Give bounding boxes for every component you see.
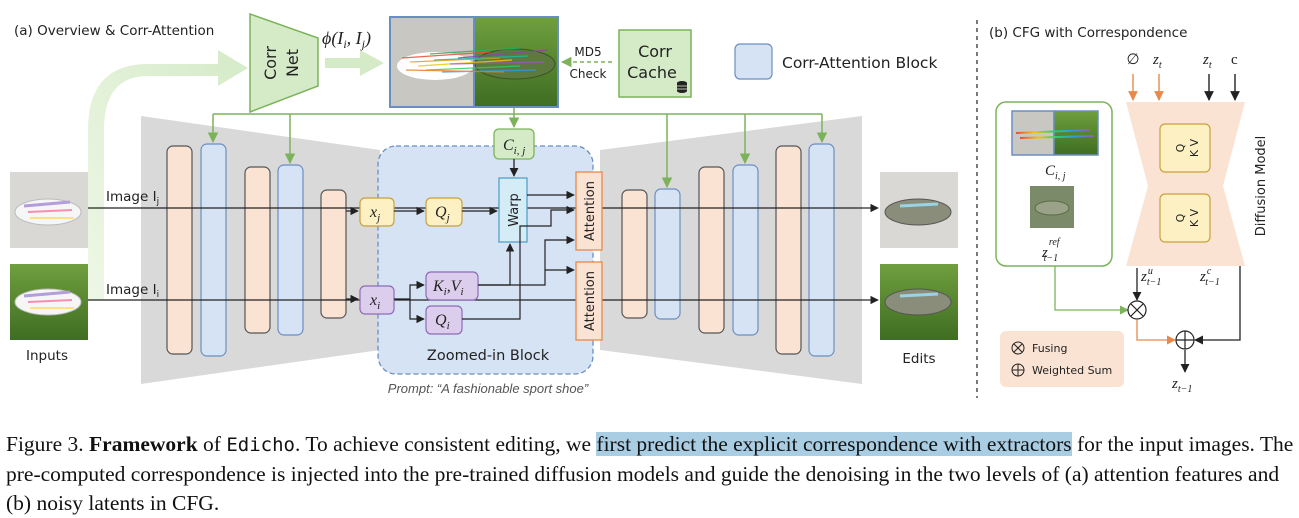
md5-label: MD5 — [574, 45, 601, 59]
decoder-block-1 — [621, 189, 648, 319]
corr-attention-block-2 — [277, 164, 304, 336]
svg-text:K V: K V — [1188, 208, 1201, 227]
image-i-label: Image Ii — [106, 282, 159, 300]
c-ij-reference-label: Ci, j — [1045, 163, 1066, 182]
zt-label-2: zt — [1202, 52, 1212, 71]
encoder-block-1 — [166, 145, 193, 355]
operator-legend: Fusing Weighted Sum — [1000, 331, 1124, 387]
fusing-legend-label: Fusing — [1032, 342, 1067, 355]
correspondence-image — [389, 16, 559, 108]
corr-cache-label-2: Cache — [627, 63, 677, 82]
edit-image-j — [880, 172, 958, 248]
input-to-corrnet-arrow — [88, 50, 248, 300]
zt-label-1: zt — [1152, 52, 1162, 71]
c-ij-box: Ci, j — [493, 128, 535, 160]
inputs-label: Inputs — [26, 348, 68, 364]
qkv-top: Q K V — [1159, 123, 1211, 173]
attention-box-bottom: Attention — [575, 261, 603, 341]
x-j-box: xj — [359, 197, 395, 227]
input-image-j — [10, 172, 88, 248]
caption-code: Edicho — [226, 434, 295, 456]
decoder-block-3 — [775, 145, 802, 355]
corr-attention-block-4 — [732, 164, 759, 336]
diffusion-model — [1126, 102, 1245, 266]
svg-text:Ki,Vi: Ki,Vi — [432, 278, 464, 298]
corr-net-label-2: Net — [283, 49, 302, 77]
decoder-block-2 — [698, 166, 725, 334]
svg-text:xj: xj — [369, 204, 380, 224]
qkv-bottom: Q K V — [1159, 193, 1211, 243]
corr-attention-block-1 — [200, 143, 227, 357]
fusing-node — [1127, 300, 1147, 320]
corrnet-to-image-arrow — [325, 50, 384, 76]
caption-part2: for the input images. The pre-computed c… — [6, 432, 1294, 515]
figure-caption: Figure 3. Framework of Edicho. To achiev… — [6, 430, 1296, 518]
q-i-box: Qi — [425, 305, 463, 335]
x-i-box: xi — [359, 285, 395, 315]
reference-latent-image — [1030, 186, 1074, 228]
svg-text:K V: K V — [1188, 138, 1201, 157]
warp-box: Warp — [498, 177, 528, 243]
svg-text:Warp: Warp — [507, 193, 522, 227]
attention-box-top: Attention — [575, 171, 603, 251]
k-v-box: Ki,Vi — [425, 271, 479, 301]
svg-text:Attention: Attention — [583, 181, 598, 241]
prompt-label: Prompt: “A fashionable sport shoe” — [388, 381, 589, 396]
input-image-i — [10, 264, 88, 340]
reference-correspondence-image — [1011, 110, 1099, 156]
svg-text:Q: Q — [1174, 143, 1187, 152]
svg-text:Qi: Qi — [435, 312, 450, 332]
encoder-block-3 — [320, 189, 347, 319]
phi-label: ϕ(Ii, Ij) — [322, 28, 371, 51]
corr-net: Corr Net — [249, 12, 319, 114]
svg-text:Qj: Qj — [435, 204, 450, 224]
legend-label: Corr-Attention Block — [782, 54, 937, 72]
caption-prefix: Figure 3. — [6, 432, 90, 456]
legend-swatch — [734, 43, 773, 80]
c-label: c — [1231, 52, 1238, 68]
weighted-sum-legend-label: Weighted Sum — [1032, 364, 1112, 377]
correspondence-injection-lines — [207, 108, 828, 189]
edits-label: Edits — [902, 351, 935, 367]
panel-a-title: (a) Overview & Corr-Attention — [14, 23, 214, 39]
zoomed-in-block — [377, 145, 594, 375]
corr-net-label-1: Corr — [261, 46, 280, 80]
check-label: Check — [570, 67, 607, 81]
q-j-box: Qj — [425, 197, 463, 227]
database-icon — [677, 81, 687, 93]
edit-image-i — [880, 264, 958, 340]
image-j-label: Image Ij — [106, 189, 159, 207]
null-symbol: ∅ — [1126, 52, 1139, 68]
caption-of: of — [197, 432, 227, 456]
z-out-label: zt−1 — [1171, 376, 1192, 395]
zoomed-in-label: Zoomed-in Block — [427, 348, 550, 364]
svg-text:ϕ(Ii, Ij): ϕ(Ii, Ij) — [322, 28, 371, 51]
caption-bold: Framework — [89, 432, 198, 456]
svg-text:Q: Q — [1174, 213, 1187, 222]
svg-text:xi: xi — [369, 292, 380, 312]
caption-highlight: first predict the explicit correspondenc… — [596, 432, 1072, 456]
weighted-sum-node — [1175, 330, 1195, 350]
corr-cache: Corr Cache — [618, 29, 692, 98]
corr-cache-label-1: Corr — [638, 42, 672, 61]
encoder-block-2 — [244, 166, 271, 334]
svg-text:Ci, j: Ci, j — [503, 137, 525, 157]
caption-part1: . To achieve consistent editing, we — [294, 432, 597, 456]
panel-b-title: (b) CFG with Correspondence — [989, 25, 1187, 41]
diffusion-model-label: Diffusion Model — [1254, 136, 1269, 237]
corr-attention-block-5 — [808, 143, 835, 357]
svg-text:Attention: Attention — [583, 271, 598, 331]
corr-attention-block-3 — [654, 188, 681, 320]
